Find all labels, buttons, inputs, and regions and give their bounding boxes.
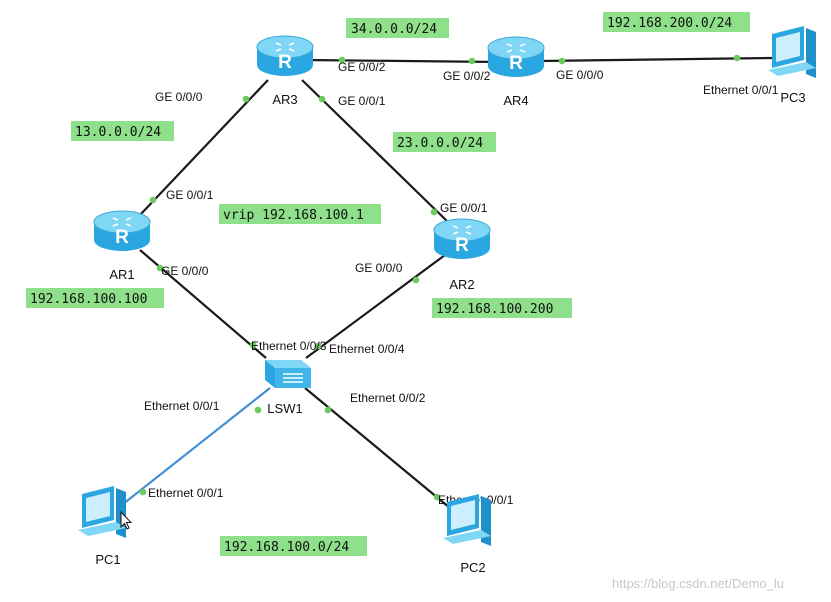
device-lsw1[interactable]: [264, 359, 312, 389]
watermark: https://blog.csdn.net/Demo_lu: [612, 576, 784, 591]
network-label-23: 23.0.0.0/24: [397, 136, 483, 151]
port-label-ar2-ge000: GE 0/0/0: [355, 261, 403, 275]
network-label-192-168-100: 192.168.100.0/24: [224, 540, 349, 555]
device-label-pc2: PC2: [460, 560, 485, 575]
device-label-lsw1: LSW1: [267, 401, 302, 416]
network-label-13: 13.0.0.0/24: [75, 125, 161, 140]
router-icon: [256, 35, 314, 77]
network-labels: 34.0.0.0/24 192.168.200.0/24 13.0.0.0/24…: [26, 12, 750, 556]
pc-icon: [768, 26, 816, 78]
port-label-ar3-ge000: GE 0/0/0: [155, 90, 203, 104]
device-label-ar3: AR3: [272, 92, 297, 107]
link-ar3-ar1: [139, 79, 269, 216]
device-label-pc3: PC3: [780, 90, 805, 105]
port-label-ar4-ge002: GE 0/0/2: [443, 69, 491, 83]
port-label-lsw1-eth003: Ethernet 0/0/3: [251, 339, 327, 353]
vrip-label: vrip 192.168.100.1: [223, 208, 364, 223]
switch-icon: [264, 359, 312, 389]
device-pc2[interactable]: [443, 494, 491, 546]
device-pc1[interactable]: [78, 486, 126, 538]
port-label-ar3-ge002: GE 0/0/2: [338, 60, 386, 74]
link-lsw1-pc2: [304, 387, 451, 509]
port-label-pc1-eth001: Ethernet 0/0/1: [148, 486, 224, 500]
network-label-34: 34.0.0.0/24: [351, 22, 437, 37]
device-ar4[interactable]: [487, 36, 545, 78]
link-ar3-ar4: [304, 58, 501, 64]
link-ar3-ar2: [301, 79, 449, 223]
port-label-pc3-eth001: Ethernet 0/0/1: [703, 83, 779, 97]
port-label-lsw1-eth002: Ethernet 0/0/2: [350, 391, 426, 405]
network-label-192-168-200: 192.168.200.0/24: [607, 16, 732, 31]
link-ar2-lsw1: [305, 254, 446, 359]
link-lsw1-pc1: [117, 387, 271, 509]
device-pc3[interactable]: [768, 26, 816, 78]
ip-label-ar2: 192.168.100.200: [436, 302, 553, 317]
port-labels: GE 0/0/0 GE 0/0/2 GE 0/0/1 GE 0/0/2 GE 0…: [144, 60, 779, 507]
port-label-ar4-ge000: GE 0/0/0: [556, 68, 604, 82]
device-label-pc1: PC1: [95, 552, 120, 567]
port-dots: [139, 54, 741, 501]
router-icon: [487, 36, 545, 78]
device-ar3[interactable]: [256, 35, 314, 77]
device-ar2[interactable]: [433, 218, 491, 260]
port-label-ar1-ge001: GE 0/0/1: [166, 188, 214, 202]
port-label-ar1-ge000: GE 0/0/0: [161, 264, 209, 278]
device-label-ar1: AR1: [109, 267, 134, 282]
router-icon: [433, 218, 491, 260]
mouse-cursor-icon: [120, 510, 133, 530]
router-icon: [93, 210, 151, 252]
link-ar4-pc3: [539, 56, 773, 63]
device-label-ar2: AR2: [449, 277, 474, 292]
port-label-lsw1-eth004: Ethernet 0/0/4: [329, 342, 405, 356]
device-ar1[interactable]: [93, 210, 151, 252]
port-label-ar3-ge001: GE 0/0/1: [338, 94, 386, 108]
links: [117, 56, 773, 509]
device-label-ar4: AR4: [503, 93, 528, 108]
pc-icon: [443, 494, 491, 546]
ip-label-ar1: 192.168.100.100: [30, 292, 147, 307]
port-label-ar2-ge001: GE 0/0/1: [440, 201, 488, 215]
pc-icon: [78, 486, 126, 538]
port-label-lsw1-eth001: Ethernet 0/0/1: [144, 399, 220, 413]
